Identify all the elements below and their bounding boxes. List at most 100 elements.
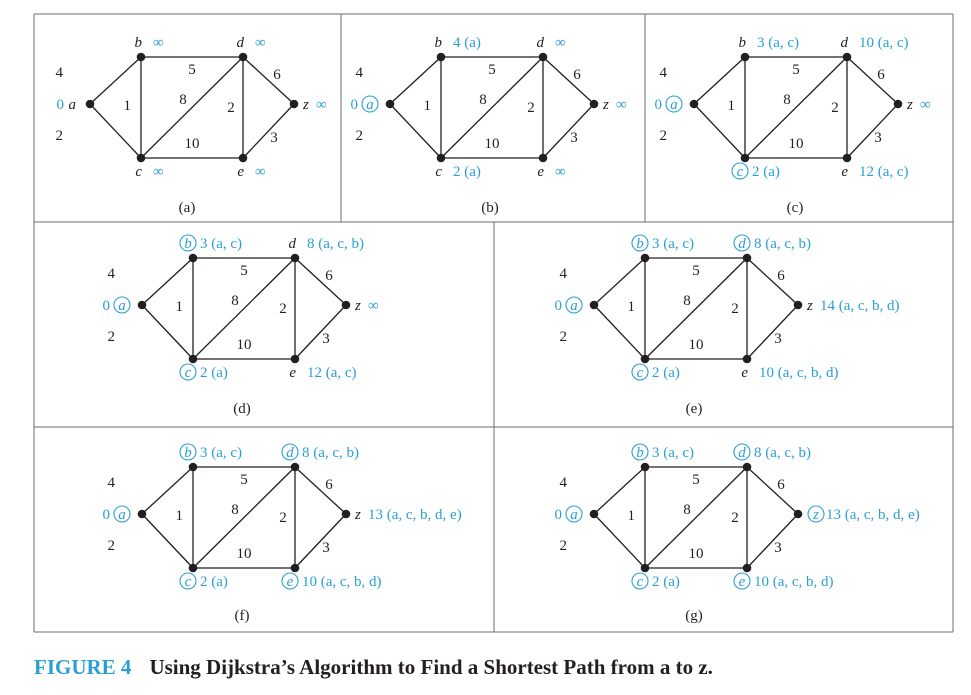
edge-weight-b-c: 1 bbox=[176, 299, 184, 315]
node-a bbox=[589, 300, 599, 310]
edge-weight-d-z: 6 bbox=[877, 67, 885, 83]
edge-weight-d-z: 6 bbox=[573, 67, 581, 83]
edge-weight-e-z: 3 bbox=[570, 130, 578, 146]
node-value: 2 (a) bbox=[752, 164, 780, 180]
edge-c-d bbox=[140, 56, 244, 159]
node-e bbox=[290, 563, 300, 573]
node-c bbox=[436, 153, 446, 163]
edge-a-b bbox=[141, 257, 194, 306]
node-name: d bbox=[841, 35, 849, 51]
edge-weight-d-z: 6 bbox=[273, 67, 281, 83]
edge-weight-b-d: 5 bbox=[692, 263, 700, 279]
visited-marker bbox=[179, 572, 197, 590]
node-z bbox=[289, 99, 299, 109]
panel-label: (f) bbox=[235, 608, 250, 624]
edge-weight-d-e: 2 bbox=[279, 510, 287, 526]
edge-weight-d-z: 6 bbox=[325, 268, 333, 284]
edge-c-d bbox=[440, 56, 544, 159]
node-name: c bbox=[185, 365, 192, 381]
node-value: 0 bbox=[655, 97, 663, 113]
node-name: e bbox=[741, 365, 748, 381]
panel-label: (b) bbox=[481, 200, 499, 216]
edge-weight-d-z: 6 bbox=[325, 477, 333, 493]
node-z bbox=[589, 99, 599, 109]
edge-c-d bbox=[644, 257, 748, 360]
edge-d-z bbox=[746, 257, 799, 306]
visited-marker bbox=[179, 363, 197, 381]
node-value: 2 (a) bbox=[652, 365, 680, 381]
visited-marker bbox=[179, 443, 197, 461]
edge-c-d bbox=[192, 466, 296, 569]
node-name: e bbox=[537, 164, 544, 180]
node-e bbox=[742, 354, 752, 364]
visited-marker bbox=[281, 572, 299, 590]
edge-weight-e-z: 3 bbox=[270, 130, 278, 146]
node-name: b bbox=[184, 236, 192, 252]
edge-weight-d-e: 2 bbox=[731, 301, 739, 317]
node-value: 2 (a) bbox=[200, 365, 228, 381]
node-value: 2 (a) bbox=[200, 574, 228, 590]
edge-a-c bbox=[141, 304, 194, 360]
node-c bbox=[188, 563, 198, 573]
node-value: 3 (a, c) bbox=[757, 35, 799, 51]
edge-weight-b-c: 1 bbox=[728, 98, 736, 114]
edge-d-z bbox=[242, 56, 295, 105]
node-name: b bbox=[636, 445, 644, 461]
node-value: 0 bbox=[103, 507, 111, 523]
node-b bbox=[188, 462, 198, 472]
edge-weight-a-b: 4 bbox=[108, 475, 116, 491]
node-name: a bbox=[570, 507, 578, 523]
edge-weight-a-b: 4 bbox=[356, 65, 364, 81]
node-e bbox=[238, 153, 248, 163]
edge-weight-c-e: 10 bbox=[185, 136, 200, 152]
edge-d-z bbox=[294, 466, 347, 515]
node-name: d bbox=[289, 236, 297, 252]
edge-c-d bbox=[744, 56, 848, 159]
edge-e-z bbox=[746, 304, 799, 360]
edge-a-b bbox=[593, 257, 646, 306]
edge-weight-d-e: 2 bbox=[731, 510, 739, 526]
node-value: ∞ bbox=[153, 35, 164, 51]
edge-weight-a-b: 4 bbox=[56, 65, 64, 81]
node-z bbox=[341, 509, 351, 519]
node-name: d bbox=[738, 236, 746, 252]
edge-weight-b-c: 1 bbox=[176, 508, 184, 524]
node-name: b bbox=[636, 236, 644, 252]
node-c bbox=[188, 354, 198, 364]
edge-weight-b-c: 1 bbox=[124, 98, 132, 114]
edge-a-b bbox=[89, 56, 142, 105]
node-value: 3 (a, c) bbox=[652, 236, 694, 252]
node-name: z bbox=[354, 298, 361, 314]
edge-a-b bbox=[389, 56, 442, 105]
edge-d-z bbox=[542, 56, 595, 105]
node-name: c bbox=[435, 164, 442, 180]
edge-weight-d-e: 2 bbox=[279, 301, 287, 317]
node-name: z bbox=[302, 97, 309, 113]
panel-label: (g) bbox=[685, 608, 703, 624]
edge-a-c bbox=[593, 304, 646, 360]
edge-weight-c-d: 8 bbox=[231, 502, 239, 518]
node-name: a bbox=[118, 298, 126, 314]
node-e bbox=[538, 153, 548, 163]
node-a bbox=[385, 99, 395, 109]
node-c bbox=[740, 153, 750, 163]
edge-weight-c-d: 8 bbox=[683, 293, 691, 309]
node-name: a bbox=[69, 97, 77, 113]
edge-weight-d-z: 6 bbox=[777, 268, 785, 284]
edge-a-c bbox=[593, 513, 646, 569]
node-name: a bbox=[118, 507, 126, 523]
edge-weight-e-z: 3 bbox=[774, 540, 782, 556]
panel-label: (d) bbox=[233, 401, 251, 417]
edge-weight-b-d: 5 bbox=[188, 62, 196, 78]
node-name: b bbox=[435, 35, 443, 51]
node-value: ∞ bbox=[555, 164, 566, 180]
edge-weight-c-e: 10 bbox=[689, 337, 704, 353]
node-d bbox=[290, 253, 300, 263]
visited-marker bbox=[631, 363, 649, 381]
edge-d-z bbox=[294, 257, 347, 306]
edge-e-z bbox=[242, 103, 295, 159]
